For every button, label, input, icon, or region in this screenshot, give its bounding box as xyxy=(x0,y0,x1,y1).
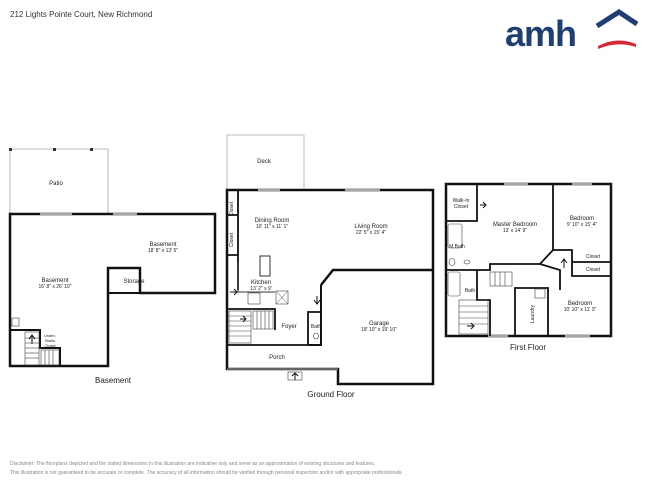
deck-outline xyxy=(226,134,305,190)
room-label: Under- xyxy=(44,333,57,338)
room-label: Closet xyxy=(229,201,235,216)
house-roof-icon xyxy=(595,9,639,29)
room-label: Foyer xyxy=(281,324,296,330)
kitchen-counter xyxy=(237,262,275,293)
room-label: Bath xyxy=(465,288,476,294)
room-label: M.Bath xyxy=(449,244,465,250)
room-dims: 10' 11" x 11' 1" xyxy=(256,224,288,230)
room-dims: 18' 8" x 13' 5" xyxy=(148,248,178,254)
room-label: Storage xyxy=(123,279,145,285)
patio-post xyxy=(9,148,12,151)
room-label: Walk-In xyxy=(453,198,470,204)
first-floor-walls xyxy=(444,182,613,338)
ground-stairs xyxy=(228,310,274,344)
room-label: Garage xyxy=(369,321,390,327)
disclaimer-line: This illustration is not guaranteed to b… xyxy=(10,470,403,476)
room-dims: 13' 2" x 9' xyxy=(250,286,272,292)
stair-arrow-icon xyxy=(291,372,299,380)
toilet-icon xyxy=(313,332,319,340)
washer xyxy=(534,288,546,299)
garage-walls xyxy=(320,268,433,286)
room-label: Patio xyxy=(49,181,63,187)
floor-label: First Floor xyxy=(510,343,546,352)
patio-outline xyxy=(9,148,109,214)
floor-label: Basement xyxy=(95,376,132,385)
fridge xyxy=(275,290,289,305)
room-label: Bath xyxy=(311,324,322,330)
basement-plan: Patio Basement 18' 8" x 13' 5" Basement … xyxy=(8,148,217,385)
patio-post xyxy=(90,148,93,151)
floor-label: Ground Floor xyxy=(307,390,354,399)
property-address: 212 Lights Pointe Court, New Richmond xyxy=(10,10,153,19)
room-label: Bedroom xyxy=(570,216,594,222)
room-label: Closet xyxy=(229,232,235,247)
first-floor-stairs xyxy=(458,271,513,335)
room-label: Closet xyxy=(586,254,601,260)
room-label: Closet xyxy=(454,204,469,210)
room-dims: 13' x 14' 9" xyxy=(503,228,527,234)
room-label: Closet xyxy=(586,267,601,273)
stove xyxy=(247,292,261,305)
room-dims: 16' 8" x 26' 10" xyxy=(39,284,72,290)
room-label: Basement xyxy=(41,278,68,284)
room-label: Porch xyxy=(269,355,285,361)
kitchen-island xyxy=(259,255,271,277)
room-label: Living Room xyxy=(354,224,387,230)
interior-walls xyxy=(539,263,561,290)
disclaimer-line: Disclaimer: The floorplans depicted and … xyxy=(10,461,376,467)
stair-arrow-icon xyxy=(560,258,568,268)
garage-walls xyxy=(308,285,322,346)
sink-icon xyxy=(463,259,471,265)
basement-walls xyxy=(8,212,217,368)
room-dims: 18' 10" x 19' 10" xyxy=(361,327,397,333)
amh-logo: amh xyxy=(505,9,639,53)
interior-walls xyxy=(514,287,549,336)
stair-arrow-icon xyxy=(240,315,247,323)
room-label: Master Bedroom xyxy=(493,222,537,228)
foyer-walls xyxy=(227,308,321,346)
stair-arrow-icon xyxy=(230,288,238,296)
bathtub xyxy=(447,223,463,249)
room-label: Stairs xyxy=(45,338,55,343)
logo-text: amh xyxy=(505,13,576,53)
room-label: Bedroom xyxy=(568,301,592,307)
room-label: Dining Room xyxy=(255,218,290,224)
room-dims: 22' 5" x 15' 4" xyxy=(356,230,386,236)
first-floor-plan: Walk-In Closet Master Bedroom 13' x 14' … xyxy=(444,182,613,352)
room-dims: 9' 10" x 15' 4" xyxy=(567,222,597,228)
stair-arrow-icon xyxy=(313,296,321,305)
room-label: Closet xyxy=(44,343,56,348)
interior-walls xyxy=(446,184,554,271)
room-dims: 10' 10" x 11' 3" xyxy=(564,307,597,313)
room-label: Deck xyxy=(257,159,272,165)
room-label: Kitchen xyxy=(251,280,271,286)
toilet-icon xyxy=(448,258,456,266)
interior-walls xyxy=(446,184,478,222)
logo-swoosh xyxy=(598,40,636,49)
room-label: Basement xyxy=(149,242,176,248)
utility-box xyxy=(11,317,20,327)
under-stairs-walls xyxy=(10,329,61,366)
stair-arrow-icon xyxy=(480,201,487,209)
ground-floor-plan: Deck Closet Closet Dining Room 10' 11" x… xyxy=(225,134,435,399)
interior-walls xyxy=(553,249,611,277)
patio-post xyxy=(53,148,56,151)
stair-arrow-icon xyxy=(28,334,36,344)
stair-arrow-icon xyxy=(467,322,475,330)
fridge-x xyxy=(275,290,289,305)
room-label: Laundry xyxy=(530,304,536,323)
bathtub xyxy=(447,271,461,297)
